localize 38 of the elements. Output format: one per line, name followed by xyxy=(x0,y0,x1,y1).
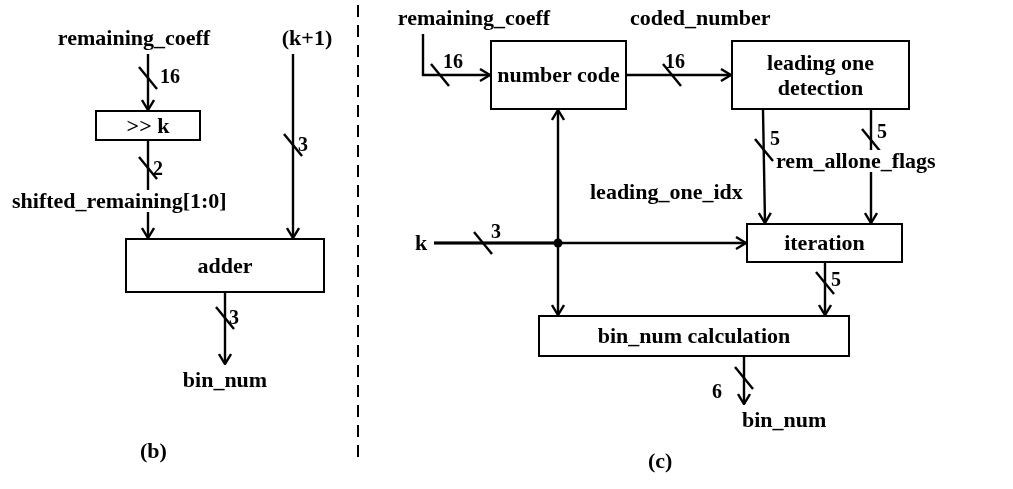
bus-width-label: 16 xyxy=(665,51,685,71)
arrow xyxy=(736,357,752,406)
process-box: >> k xyxy=(95,110,201,141)
signal-name: remaining_coeff xyxy=(20,22,248,54)
signal-name: leading_one_idx xyxy=(590,181,743,203)
bus-width-label: 5 xyxy=(770,128,780,148)
process-box: bin_num calculation xyxy=(538,315,850,357)
arrow xyxy=(817,263,833,317)
bus-width-label: 3 xyxy=(229,307,239,327)
bus-width-label: 5 xyxy=(877,121,887,141)
bus-width-label: 5 xyxy=(831,269,841,289)
bus-width-label: 6 xyxy=(712,381,722,401)
arrow xyxy=(421,34,492,83)
signal-name: coded_number xyxy=(630,7,771,29)
bus-width-label: 16 xyxy=(160,66,180,86)
signal-name: k xyxy=(408,228,434,258)
arrow xyxy=(217,293,233,366)
signal-name: bin_num xyxy=(160,364,290,396)
bus-width-label: 16 xyxy=(443,51,463,71)
subfigure-label: (c) xyxy=(648,450,673,472)
signal-name: (k+1) xyxy=(268,22,346,54)
process-box: adder xyxy=(125,238,325,293)
bus-width-label: 3 xyxy=(298,134,308,154)
arrow xyxy=(627,67,733,83)
signal-name: rem_allone_flags xyxy=(776,150,936,172)
arrow xyxy=(140,54,156,112)
bus-width-label: 2 xyxy=(153,158,163,178)
arrow xyxy=(757,109,772,225)
signal-name: shifted_remaining[1:0] xyxy=(12,190,227,212)
subfigure-label: (b) xyxy=(140,440,167,462)
bus-width-label: 3 xyxy=(491,221,501,241)
process-box: leading one detection xyxy=(731,40,910,110)
signal-name: bin_num xyxy=(738,404,858,436)
arrow xyxy=(285,54,301,240)
arrow xyxy=(434,241,566,317)
process-box: iteration xyxy=(746,223,903,263)
signal-name: remaining_coeff xyxy=(360,2,588,34)
process-box: number code xyxy=(490,40,627,110)
